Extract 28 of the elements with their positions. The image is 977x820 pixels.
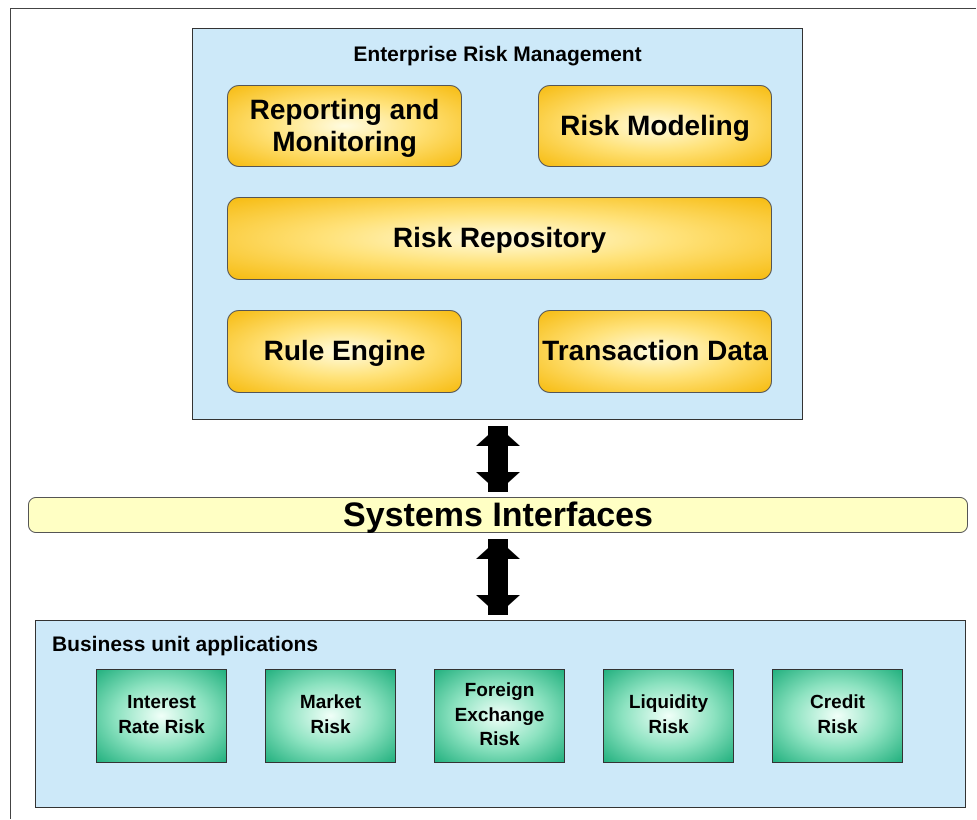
component-box (227, 197, 772, 280)
box-label: Risk Repository (392, 222, 606, 255)
box-label: Transaction Data (542, 335, 768, 368)
box-label: Risk Modeling (560, 110, 750, 142)
box-label: Interest Rate Risk (117, 691, 206, 740)
box-label: Rule Engine (264, 335, 426, 368)
component-box (227, 85, 462, 167)
application-box (603, 669, 734, 763)
interface-bar (28, 497, 968, 533)
application-box (434, 669, 565, 763)
group-panel (192, 28, 803, 420)
box-label: Reporting and Monitoring (248, 94, 440, 158)
component-box (227, 310, 462, 393)
box-label: Foreign Exchange Risk (454, 678, 546, 752)
panel-title: Enterprise Risk Management (352, 43, 643, 67)
application-box (96, 669, 227, 763)
box-label: Market Risk (298, 691, 362, 740)
component-box (538, 85, 772, 167)
component-box (538, 310, 772, 393)
application-box (265, 669, 396, 763)
box-label: Credit Risk (809, 691, 866, 740)
application-box (772, 669, 903, 763)
box-label: Liquidity Risk (628, 691, 710, 740)
panel-title: Business unit applications (52, 633, 318, 657)
box-label: Systems Interfaces (343, 496, 653, 534)
group-panel (35, 620, 966, 808)
double-arrow (476, 426, 520, 492)
double-arrow (476, 539, 520, 615)
